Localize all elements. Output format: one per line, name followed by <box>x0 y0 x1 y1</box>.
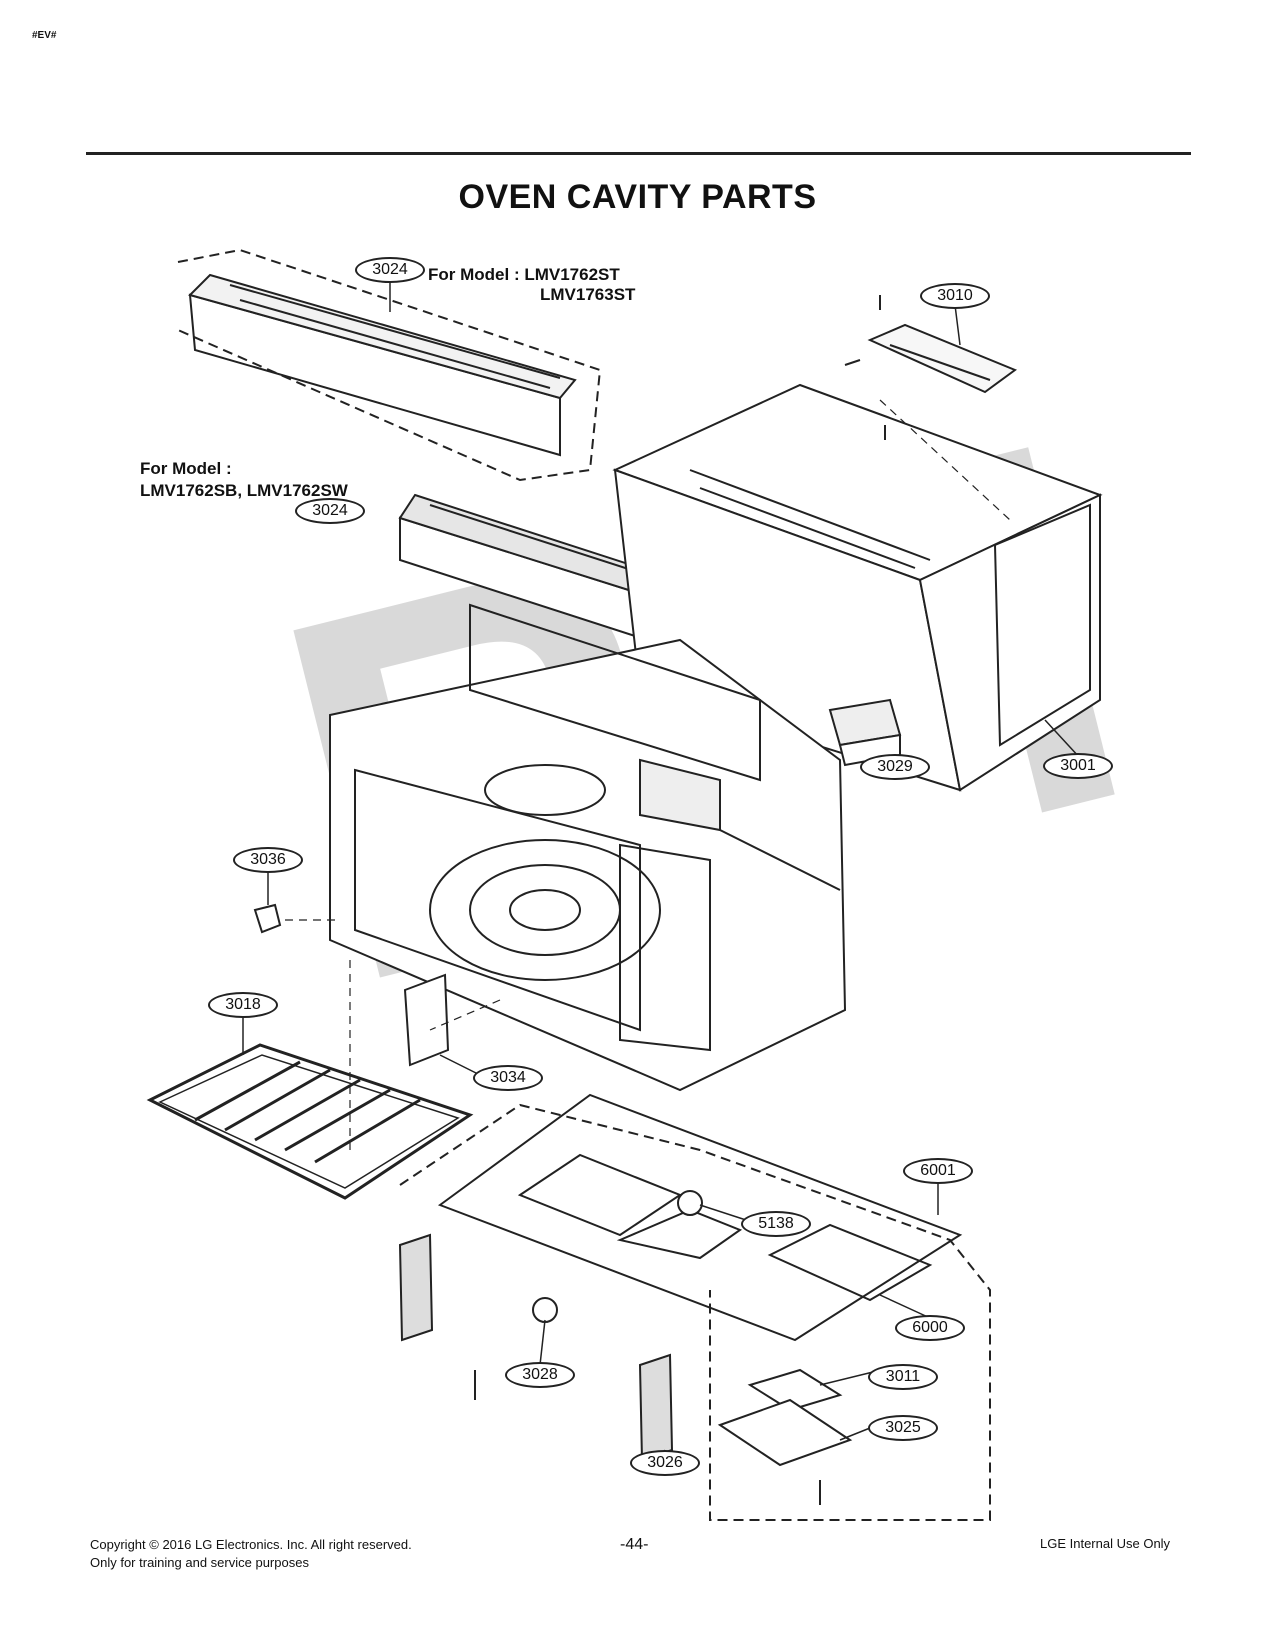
grease-filter-part <box>398 1233 674 1462</box>
callout-3036: 3036 <box>233 847 303 873</box>
small-bracket-part <box>253 903 282 934</box>
control-board-part <box>844 295 1018 440</box>
callout-3001: 3001 <box>1043 753 1113 779</box>
callout-3024-left: 3024 <box>295 498 365 524</box>
footer-training-note: Only for training and service purposes <box>90 1555 309 1570</box>
callout-3029: 3029 <box>860 754 930 780</box>
waveguide-cover-part <box>403 973 450 1067</box>
left-model-note: For Model : <box>140 459 232 478</box>
callout-3018: 3018 <box>208 992 278 1018</box>
base-assembly-outline <box>399 1103 991 1521</box>
callout-3028: 3028 <box>505 1362 575 1388</box>
left-model-note-line2: LMV1762SB, LMV1762SW <box>140 481 348 500</box>
callout-3025: 3025 <box>868 1415 938 1441</box>
footer-copyright-block: Copyright © 2016 LG Electronics. Inc. Al… <box>90 1536 412 1572</box>
callout-6000: 6000 <box>895 1315 965 1341</box>
callout-3026: 3026 <box>630 1450 700 1476</box>
footer-internal-note: LGE Internal Use Only <box>1040 1536 1171 1551</box>
top-model-note-line2: LMV1763ST <box>540 285 636 304</box>
oven-cavity-part <box>329 603 847 1092</box>
thermostat-part <box>677 1190 703 1216</box>
page-title: OVEN CAVITY PARTS <box>458 178 817 216</box>
top-vent-grille-part <box>177 248 602 482</box>
base-plate-part <box>437 1093 963 1342</box>
oven-rack-part <box>146 1043 474 1200</box>
callout-3011: 3011 <box>868 1364 938 1390</box>
lamp-part <box>532 1297 558 1323</box>
footer-copyright: Copyright © 2016 LG Electronics. Inc. Al… <box>90 1537 412 1552</box>
lamp-holder-part <box>717 1398 853 1467</box>
header-rule <box>86 152 1191 155</box>
callout-6001: 6001 <box>903 1158 973 1184</box>
callout-3010: 3010 <box>920 283 990 309</box>
callout-3034: 3034 <box>473 1065 543 1091</box>
top-model-note: For Model : LMV1762ST <box>428 265 620 284</box>
page-number: -44- <box>620 1536 649 1553</box>
callout-5138: 5138 <box>741 1211 811 1237</box>
callout-3024-top: 3024 <box>355 257 425 283</box>
lamp-cover-part <box>747 1368 843 1412</box>
document-code: #EV# <box>32 30 57 41</box>
